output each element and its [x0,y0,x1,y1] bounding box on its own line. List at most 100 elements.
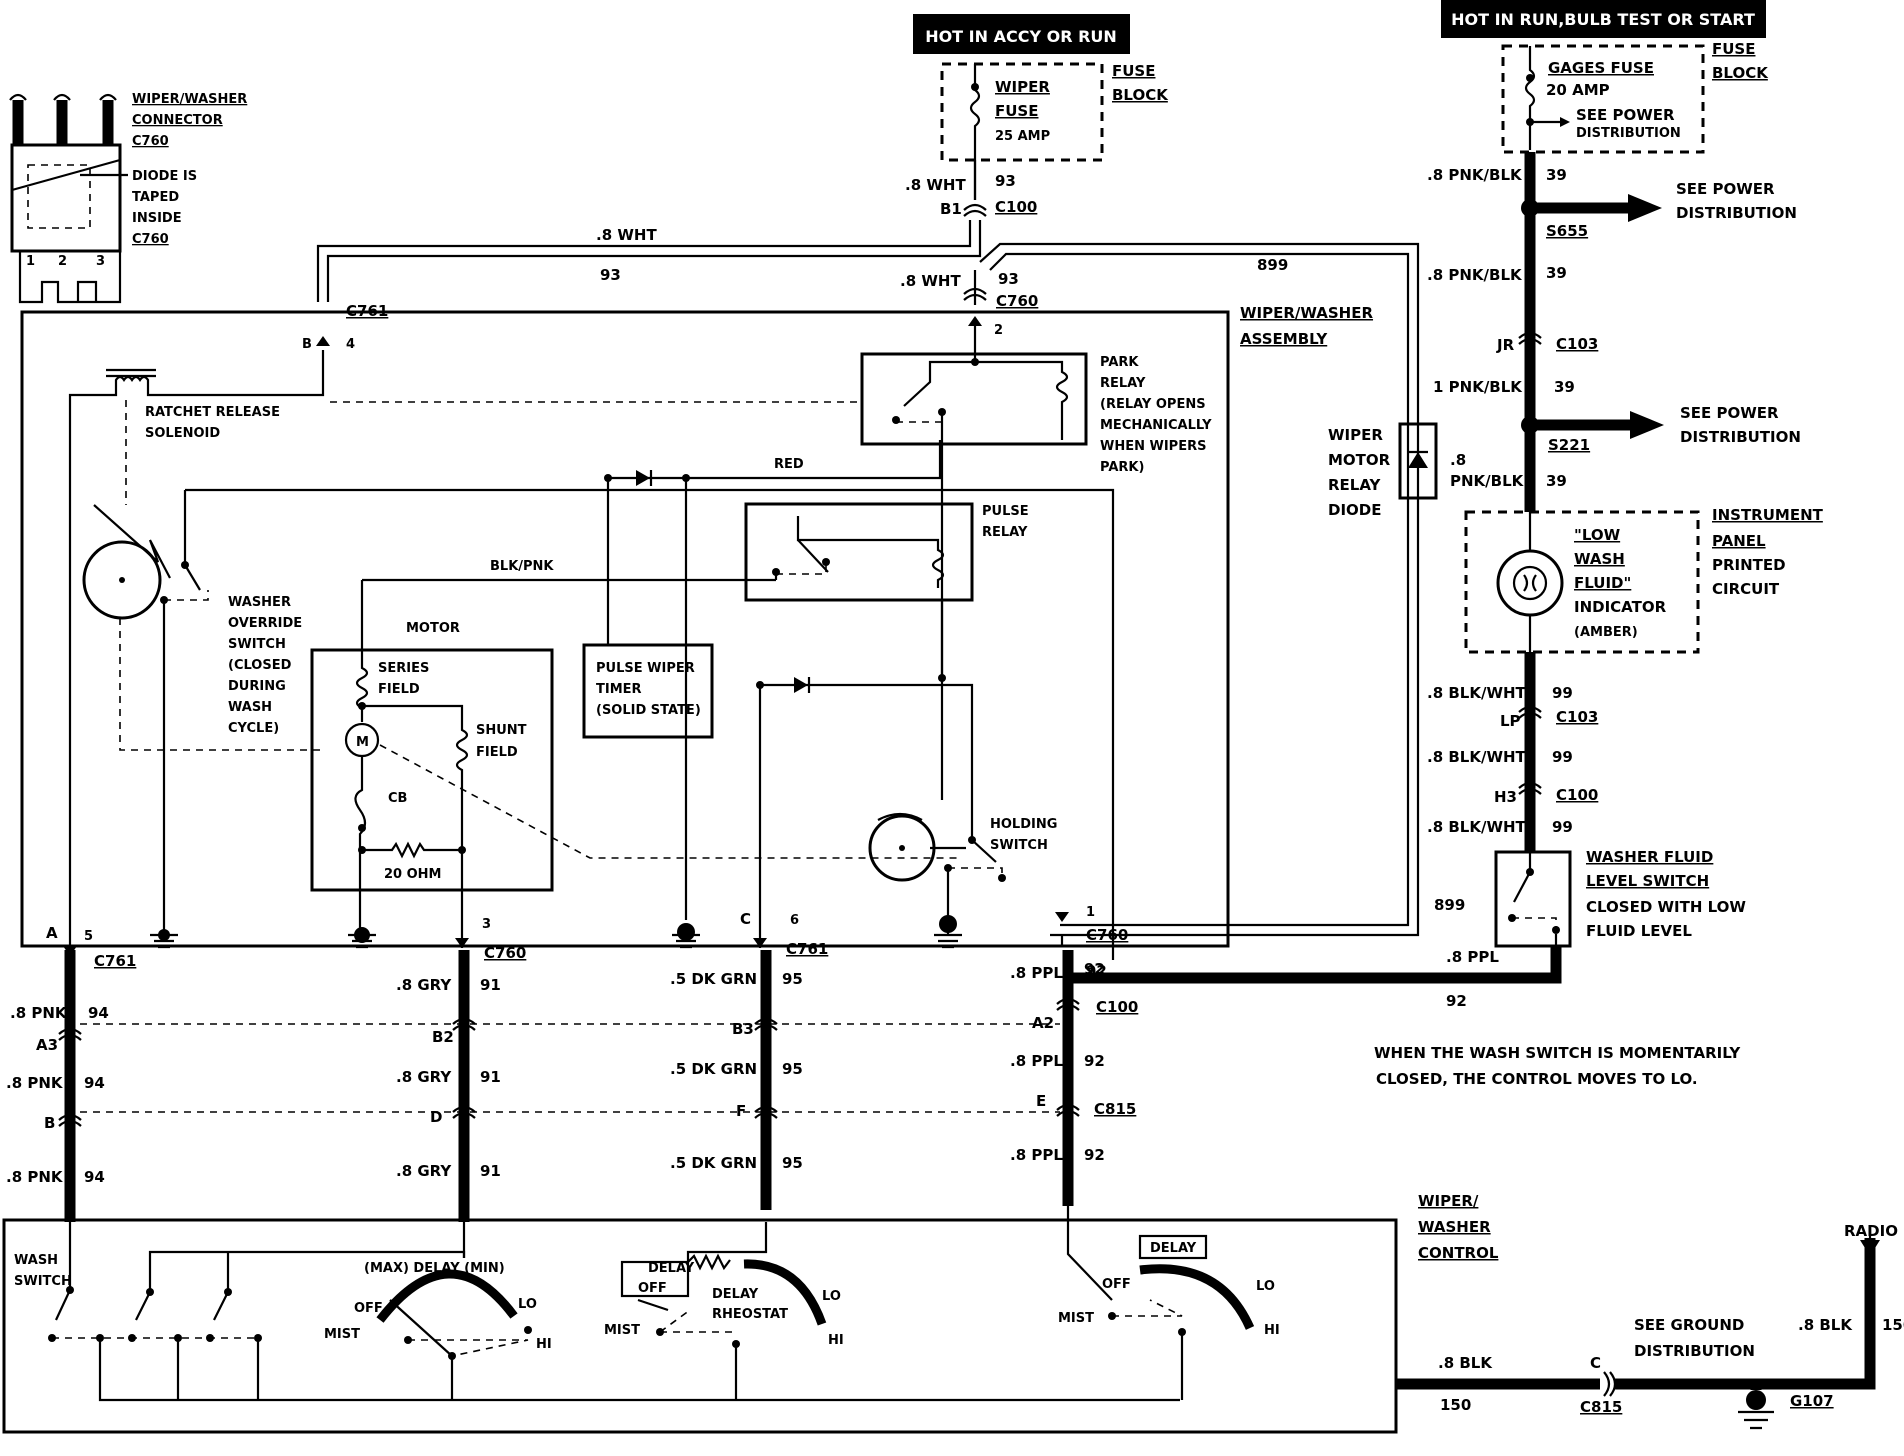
washer-fluid-level-switch [1494,850,1572,948]
park-relay-label: PARK [1100,355,1139,370]
svg-text:(RELAY OPENS: (RELAY OPENS [1100,397,1206,412]
svg-text:DISTRIBUTION: DISTRIBUTION [1634,1342,1755,1360]
svg-text:OFF: OFF [354,1301,383,1316]
wire-column-91: 3 C760 .8 GRY 91 B2 .8 GRY 91 D .8 GRY 9… [396,917,526,1222]
svg-text:93: 93 [600,266,621,284]
svg-text:.5 DK GRN: .5 DK GRN [670,1154,757,1172]
svg-text:39: 39 [1554,378,1575,396]
svg-text:MIST: MIST [324,1327,360,1342]
svg-text:.5 DK GRN: .5 DK GRN [670,970,757,988]
svg-text:A2: A2 [1032,1014,1054,1032]
svg-text:.8 PNK/BLK: .8 PNK/BLK [1427,166,1523,184]
svg-text:2: 2 [58,254,67,269]
svg-text:SEE POWER: SEE POWER [1576,106,1675,124]
svg-text:HI: HI [828,1333,844,1348]
banner-run-bulb-start: HOT IN RUN,BULB TEST OR START [1451,10,1755,29]
svg-text:.8 PNK: .8 PNK [10,1004,68,1022]
ground-g107: G107 [1790,1392,1834,1410]
svg-text:WASHER FLUID: WASHER FLUID [1586,848,1713,866]
svg-text:INSTRUMENT: INSTRUMENT [1712,506,1824,524]
svg-text:.8 BLK/WHT: .8 BLK/WHT [1427,748,1527,766]
svg-text:6: 6 [790,913,799,928]
svg-text:DELAY: DELAY [1150,1241,1197,1256]
washer-override-switch-label: WASHER [228,595,291,610]
svg-text:SEE POWER: SEE POWER [1676,180,1775,198]
svg-text:C760: C760 [132,232,169,247]
pulse-relay [744,502,974,602]
svg-text:.5 DK GRN: .5 DK GRN [670,1060,757,1078]
svg-text:99: 99 [1552,684,1573,702]
svg-text:92: 92 [1446,992,1467,1010]
svg-text:.8 PNK: .8 PNK [6,1168,64,1186]
svg-text:.8 BLK: .8 BLK [1798,1316,1853,1334]
svg-text:.8 PPL: .8 PPL [1010,1052,1063,1070]
svg-text:HI: HI [536,1337,552,1352]
svg-text:95: 95 [782,1154,803,1172]
fuse-block-label: FUSE [1112,62,1155,80]
splice-s221: S221 [1548,436,1590,454]
gages-fuse-label: GAGES FUSE [1548,59,1654,77]
svg-text:FLUID": FLUID" [1574,574,1631,592]
svg-text:FUSE: FUSE [1712,40,1755,58]
connector-c100-right: C100 [1556,786,1598,804]
motor-box [310,648,554,892]
connector-title: WIPER/WASHER [132,92,247,107]
svg-text:LO: LO [822,1289,841,1304]
svg-text:4: 4 [346,337,355,352]
pulse-relay-label: PULSE [982,504,1029,519]
svg-text:F: F [736,1102,746,1120]
svg-text:DURING: DURING [228,679,286,694]
svg-text:.8 GRY: .8 GRY [396,976,452,994]
svg-text:(AMBER): (AMBER) [1574,625,1638,640]
svg-text:92: 92 [1084,960,1105,978]
svg-text:A3: A3 [36,1036,58,1054]
svg-text:WASH: WASH [228,700,272,715]
motor-symbol: M [356,735,369,750]
svg-text:1 PNK/BLK: 1 PNK/BLK [1433,378,1523,396]
svg-text:WASHER: WASHER [1418,1218,1491,1236]
svg-text:C761: C761 [94,952,136,970]
svg-text:.8 BLK/WHT: .8 BLK/WHT [1427,818,1527,836]
svg-text:C: C [740,910,751,928]
svg-text:(SOLID STATE): (SOLID STATE) [596,703,701,718]
svg-text:PNK/BLK: PNK/BLK [1450,472,1525,490]
svg-text:C760: C760 [132,134,169,149]
svg-text:DISTRIBUTION: DISTRIBUTION [1680,428,1801,446]
svg-text:PANEL: PANEL [1712,532,1766,550]
svg-text:PRINTED: PRINTED [1712,556,1786,574]
wiper-motor-relay-diode [1398,422,1438,500]
svg-text:SWITCH: SWITCH [14,1274,72,1289]
ground-symbols [150,915,962,949]
svg-text:39: 39 [1546,166,1567,184]
svg-text:PULSE WIPER: PULSE WIPER [596,661,695,676]
svg-text:150: 150 [1440,1396,1471,1414]
control-title: WIPER/ [1418,1192,1479,1210]
wash-switch-note: WHEN THE WASH SWITCH IS MOMENTARILY [1374,1044,1741,1062]
svg-text:C815: C815 [1094,1100,1136,1118]
svg-text:93: 93 [998,270,1019,288]
connector-inset: 1 2 3 WIPER/WASHER CONNECTOR C760 DIODE … [9,92,247,304]
svg-text:5: 5 [84,929,93,944]
svg-text:OFF: OFF [638,1281,667,1296]
wire-red-label: RED [774,457,804,472]
svg-text:.8 PPL: .8 PPL [1010,964,1063,982]
connector-c103-a: C103 [1556,335,1598,353]
svg-text:B3: B3 [732,1020,754,1038]
svg-text:3: 3 [482,917,491,932]
park-relay [860,352,1088,446]
svg-text:C100: C100 [1096,998,1138,1016]
diode-label: WIPER [1328,426,1383,444]
svg-text:95: 95 [782,1060,803,1078]
holding-switch-label: HOLDING [990,817,1057,832]
svg-text:CB: CB [388,791,407,806]
svg-text:DISTRIBUTION: DISTRIBUTION [1576,126,1681,141]
svg-text:95: 95 [782,970,803,988]
connector-c103-b: C103 [1556,708,1598,726]
svg-text:INDICATOR: INDICATOR [1574,598,1667,616]
svg-text:SERIES: SERIES [378,661,429,676]
wiper-fuse-rating: 25 AMP [995,129,1050,144]
svg-text:MECHANICALLY: MECHANICALLY [1100,418,1212,433]
svg-text:39: 39 [1546,264,1567,282]
svg-text:99: 99 [1552,748,1573,766]
svg-text:ASSEMBLY: ASSEMBLY [1240,330,1328,348]
